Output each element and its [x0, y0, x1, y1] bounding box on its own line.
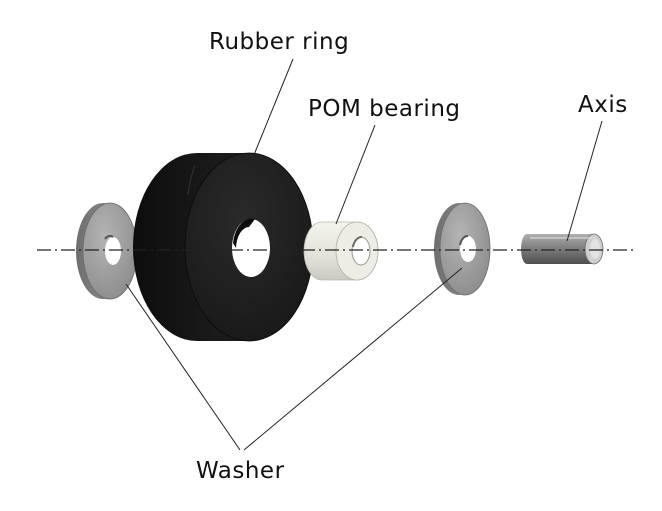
leader-washer-left [125, 283, 241, 451]
pom-bearing [303, 221, 379, 281]
label-rubber-ring: Rubber ring [209, 29, 350, 55]
label-axis: Axis [578, 92, 628, 118]
label-washer: Washer [196, 458, 285, 484]
axis-pin [521, 233, 604, 265]
leader-lines [125, 58, 603, 451]
leader-rubber-ring [246, 58, 294, 173]
rubber-ring [133, 152, 314, 342]
label-pom-bearing: POM bearing [308, 96, 461, 122]
right-washer [434, 202, 491, 296]
left-washer [76, 202, 138, 300]
leader-pom-bearing [335, 124, 376, 225]
leader-washer-right [243, 267, 463, 451]
leader-axis [566, 120, 603, 242]
